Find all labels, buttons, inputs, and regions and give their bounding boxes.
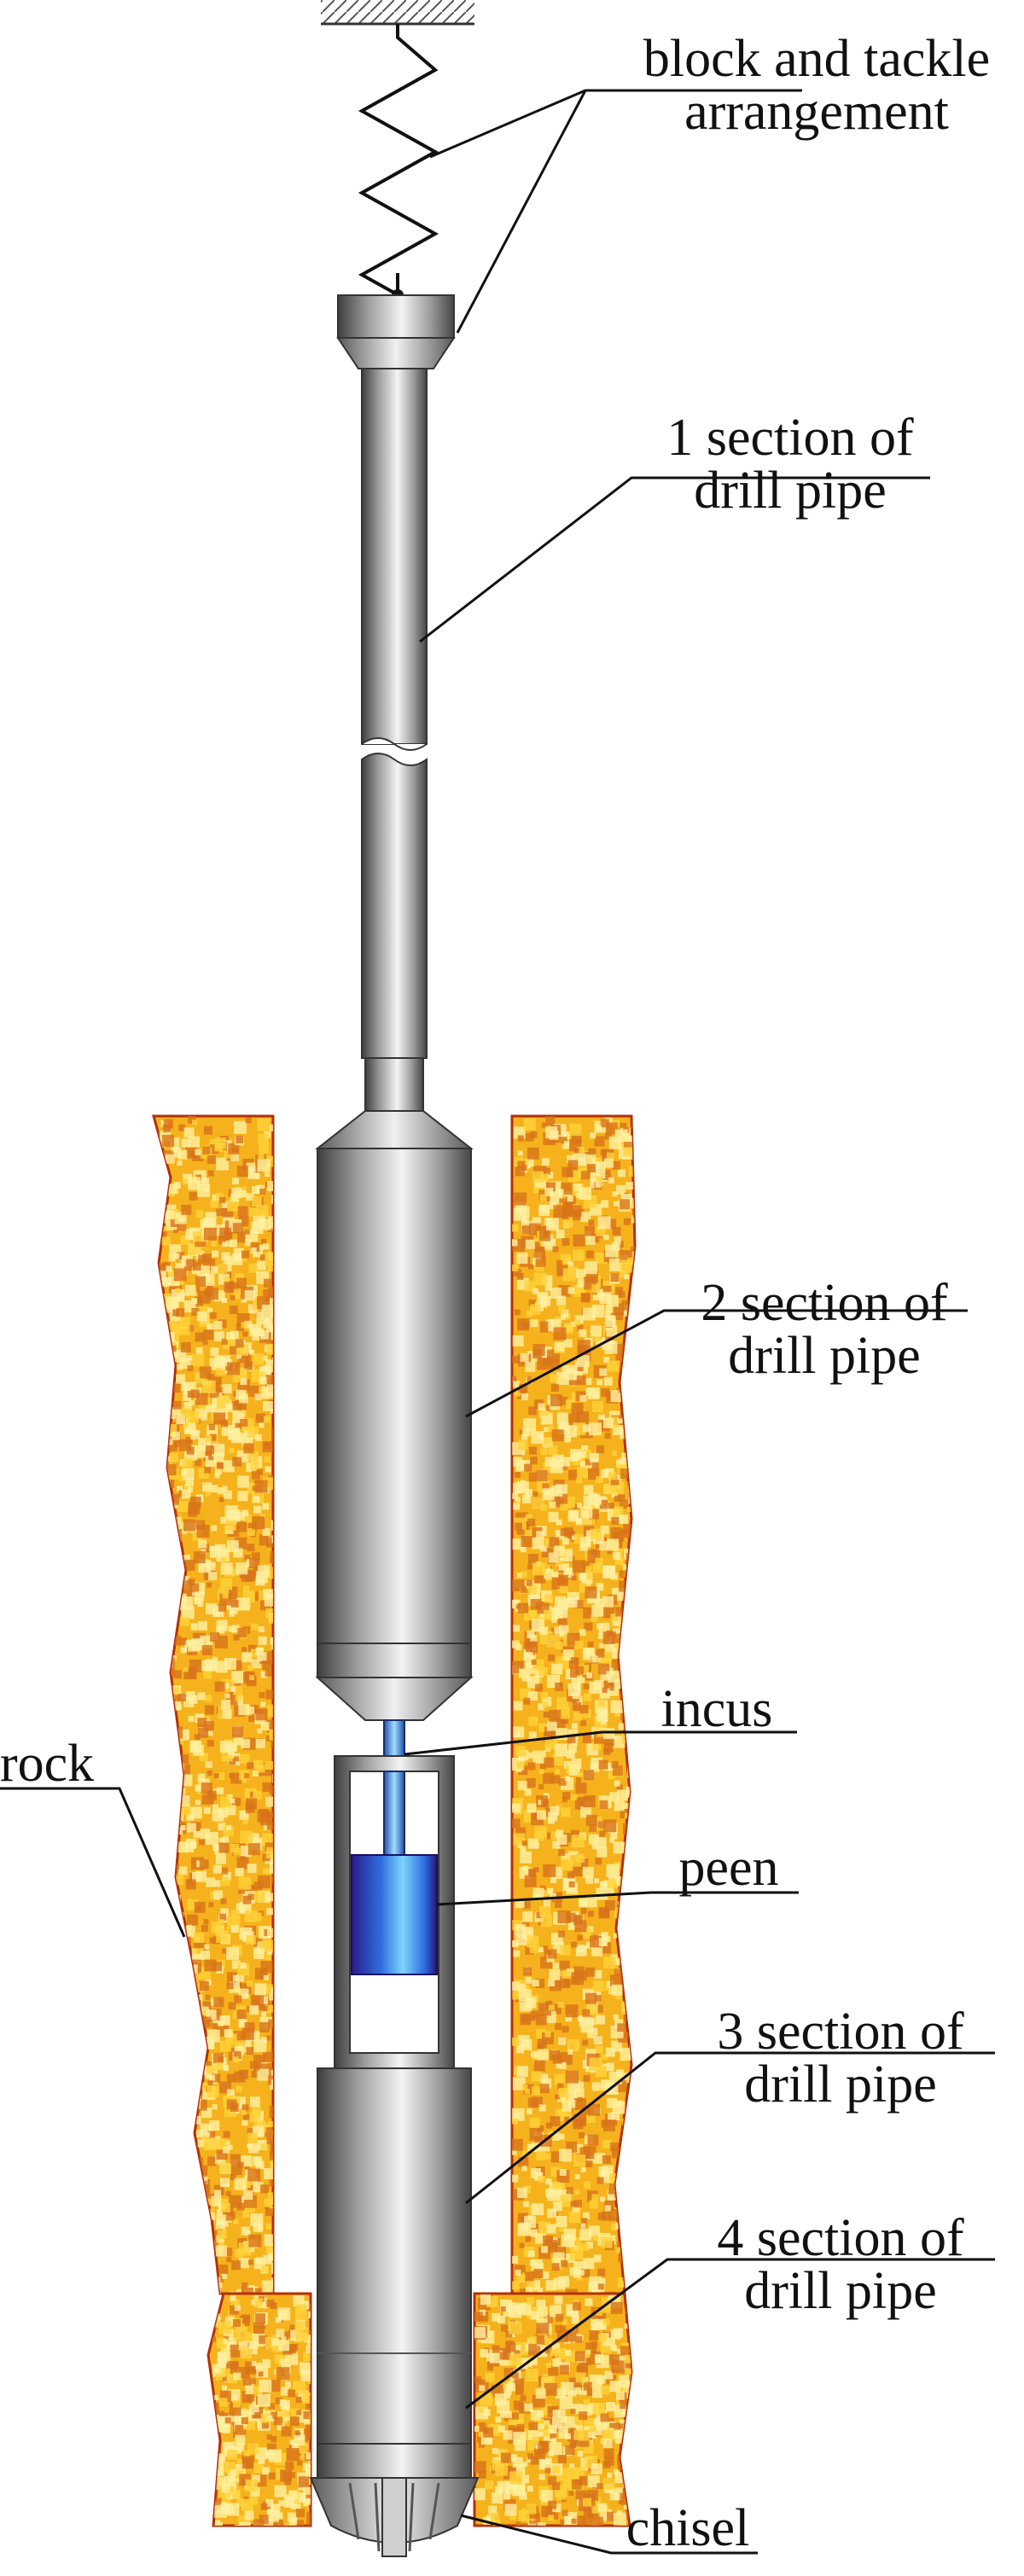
leader-rock [0,1787,186,1938]
leader-section-3 [465,2051,995,2205]
label-section-4: 4 section of drill pipe [717,2209,964,2320]
leader-block-and-tackle-2 [456,90,587,334]
label-block-and-tackle: block and tackle arrangement [643,30,991,141]
hammer-housing [334,1755,455,2069]
leader-peen [436,1891,799,1906]
leader-section-2 [465,1309,968,1418]
top-block [336,294,456,369]
pipe-section-1 [361,368,428,1112]
leader-incus [404,1730,797,1756]
ceiling-support [321,0,474,26]
label-section-2: 2 section of drill pipe [701,1274,948,1385]
pipe-section-2 [315,1110,474,1721]
chisel [309,2477,480,2557]
leader-section-1 [419,476,930,643]
leader-chisel [460,2514,758,2555]
label-peen: peen [678,1839,779,1897]
label-incus: incus [660,1680,773,1738]
label-section-3: 3 section of drill pipe [717,2003,964,2114]
rock-bottom [207,2292,633,2527]
rock-wall-left [152,1114,275,2295]
leader-section-4 [465,2258,995,2410]
label-chisel: chisel [625,2499,750,2557]
label-rock: rock [0,1735,95,1793]
leader-lines [0,89,995,2555]
spring [358,24,439,317]
rock-wall-right [510,1114,637,2295]
label-section-1: 1 section of drill pipe [666,409,914,520]
pipe-section-3 [317,2067,472,2479]
